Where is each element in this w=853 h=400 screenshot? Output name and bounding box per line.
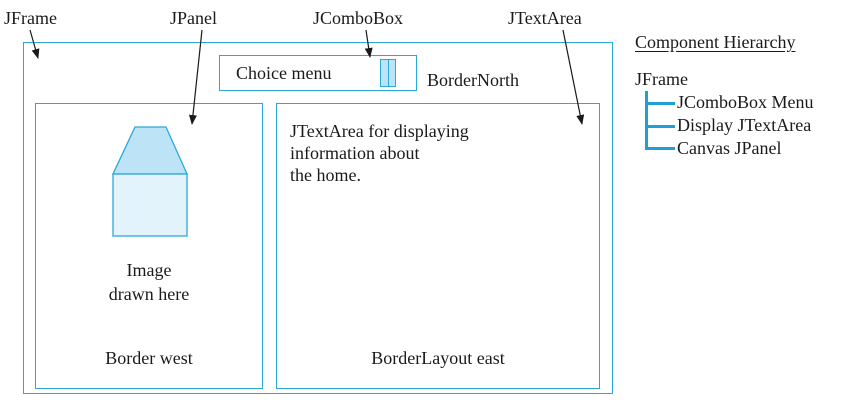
hierarchy-branch [645, 102, 675, 105]
choice-menu-label: Choice menu [236, 63, 332, 83]
jpanel-callout: JPanel [170, 8, 217, 28]
hierarchy-child: Canvas JPanel [677, 138, 782, 158]
hierarchy-trunk [645, 91, 648, 149]
east-jtextarea[interactable] [276, 103, 600, 389]
hierarchy-root: JFrame [635, 69, 688, 89]
jframe-callout: JFrame [4, 8, 57, 28]
jframe-outline [23, 42, 613, 394]
jcombobox-callout: JComboBox [313, 8, 404, 28]
border-west-label: Border west [105, 348, 193, 368]
border-north-label: BorderNorth [427, 70, 519, 90]
borderlayout-east-label: BorderLayout east [371, 348, 505, 368]
west-jpanel [35, 103, 263, 389]
hierarchy-child: JComboBox Menu [677, 92, 814, 112]
choice-menu-combobox[interactable] [219, 55, 417, 91]
jtextarea-callout: JTextArea [508, 8, 582, 28]
combobox-button-divider [388, 59, 389, 87]
hierarchy-branch [645, 125, 675, 128]
image-caption: Image drawn here [108, 260, 190, 304]
hierarchy-child: Display JTextArea [677, 115, 812, 135]
textarea-body-text: JTextArea for displaying information abo… [290, 121, 469, 185]
hierarchy-title: Component Hierarchy [635, 32, 796, 52]
hierarchy-branch [645, 147, 675, 150]
